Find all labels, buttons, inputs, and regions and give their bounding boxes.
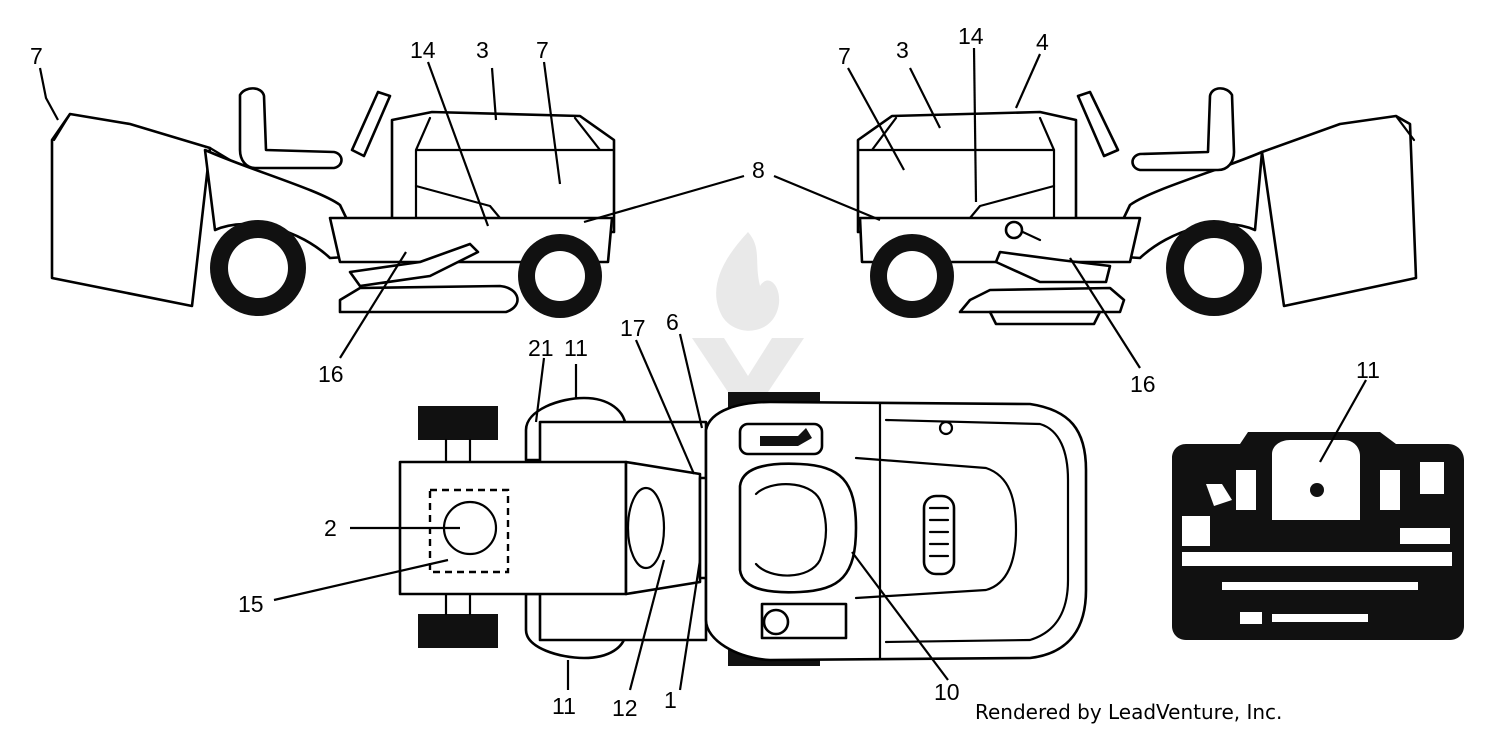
top-view: [398, 392, 1088, 666]
callout-6: 6: [666, 309, 679, 335]
bag-wheel: [418, 614, 498, 648]
grass-bag: [1260, 114, 1418, 308]
steering-wheel: [350, 90, 392, 158]
callout-10: 10: [934, 679, 960, 705]
callout-8: 8: [752, 157, 765, 183]
render-credit: Rendered by LeadVenture, Inc.: [975, 700, 1283, 724]
callout-12: 12: [612, 695, 638, 721]
callout-7: 7: [30, 43, 43, 69]
callouts: 7 14 3 7 8 16 7 3 14 4 16 21 11 17 6 2 1…: [30, 23, 1380, 721]
right-side-view: [856, 87, 1418, 326]
callout-11: 11: [564, 335, 588, 361]
callout-16: 16: [1130, 371, 1156, 397]
callout-11: 11: [552, 693, 576, 719]
callout-3: 3: [476, 37, 489, 63]
callout-17: 17: [620, 315, 646, 341]
callout-15: 15: [238, 591, 264, 617]
grass-bag: [50, 112, 212, 308]
mower-deck: [338, 284, 519, 314]
seat: [238, 87, 343, 170]
callout-16: 16: [318, 361, 344, 387]
leader-lines: [38, 47, 1367, 691]
callout-4: 4: [1036, 29, 1049, 55]
hood: [856, 110, 1078, 234]
callout-1: 1: [664, 687, 677, 713]
callout-2: 2: [324, 515, 337, 541]
bag-wheel: [418, 406, 498, 440]
callout-14: 14: [410, 37, 436, 63]
seat: [1131, 87, 1236, 172]
callout-3: 3: [896, 37, 909, 63]
callout-7: 7: [838, 43, 851, 69]
steering-wheel: [1076, 90, 1120, 158]
callout-14: 14: [958, 23, 984, 49]
callout-7: 7: [536, 37, 549, 63]
mower-deck: [958, 286, 1126, 314]
dashboard-panel: [1172, 432, 1464, 640]
seat-top: [738, 462, 858, 594]
callout-11: 11: [1356, 357, 1380, 383]
left-side-view: [50, 87, 616, 318]
callout-21: 21: [528, 335, 554, 361]
